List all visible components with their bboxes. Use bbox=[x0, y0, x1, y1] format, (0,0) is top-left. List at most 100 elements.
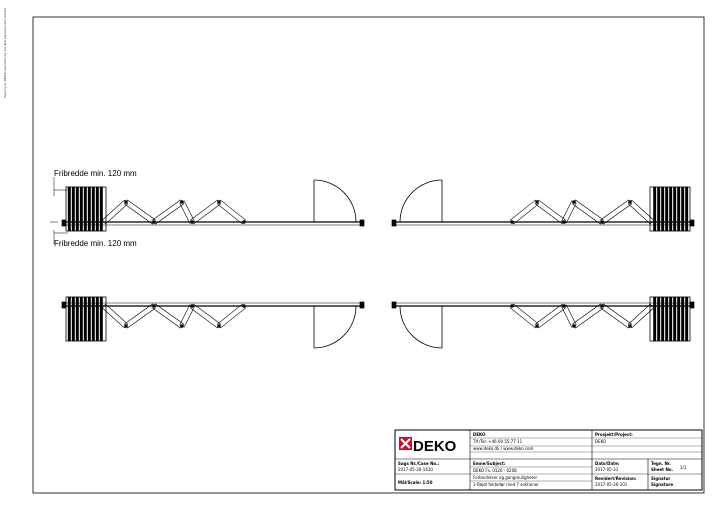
folded-panel bbox=[535, 303, 566, 329]
panel-stack-outline bbox=[649, 186, 691, 232]
stacked-panel bbox=[95, 296, 99, 342]
hinge-point bbox=[242, 220, 246, 224]
sheet-label-2: Sheet No. bbox=[651, 467, 674, 472]
folded-panel bbox=[101, 199, 129, 225]
track-end-cap bbox=[61, 301, 67, 309]
panel-stack-outline bbox=[65, 186, 107, 232]
folded-panel bbox=[510, 303, 539, 329]
stacked-panel bbox=[681, 186, 685, 232]
subject-value-2: Forbindelser og gangmuligheter bbox=[473, 475, 538, 480]
folded-panel bbox=[600, 199, 632, 225]
stacked-panel bbox=[79, 296, 83, 342]
folded-panel bbox=[217, 199, 246, 225]
stacked-panel bbox=[677, 296, 681, 342]
date-value: 2017-05-31 bbox=[595, 467, 619, 472]
track-end-cap bbox=[689, 219, 695, 227]
subject-value-3: 1-fløjet foldedør med 7 sektioner bbox=[473, 482, 539, 487]
hinge-point bbox=[510, 220, 514, 224]
stacked-panel bbox=[673, 186, 677, 232]
signature-label-1: Signatur bbox=[651, 476, 670, 481]
project-value: DEKO bbox=[595, 439, 606, 444]
folding-door-unit-2 bbox=[391, 179, 695, 232]
folded-panel bbox=[572, 303, 604, 329]
folded-panel bbox=[510, 199, 539, 225]
panel-stack-outline bbox=[649, 296, 691, 342]
stacked-panel bbox=[75, 296, 79, 342]
track-end-cap bbox=[689, 301, 695, 309]
folded-panel bbox=[627, 199, 655, 225]
stacked-panel bbox=[669, 296, 673, 342]
track-end-cap bbox=[61, 219, 67, 227]
folded-panel bbox=[627, 303, 655, 329]
stacked-panel bbox=[657, 296, 661, 342]
stacked-panel bbox=[677, 186, 681, 232]
date-label: Dato/Date: bbox=[595, 461, 620, 466]
stacked-panel bbox=[653, 186, 657, 232]
folded-panel bbox=[101, 303, 129, 329]
clearance-dimension-marks bbox=[50, 177, 68, 244]
stacked-panel bbox=[681, 296, 685, 342]
stacked-panel bbox=[669, 186, 673, 232]
folding-door-unit-4 bbox=[391, 296, 695, 349]
folded-panel bbox=[190, 199, 221, 225]
stacked-panel bbox=[99, 296, 103, 342]
stacked-panel bbox=[657, 186, 661, 232]
folding-door-unit-1 bbox=[61, 179, 365, 232]
company-name: DEKO bbox=[473, 432, 486, 437]
door-swing-arc bbox=[399, 179, 443, 223]
stacked-panel bbox=[83, 296, 87, 342]
panel-stack-outline bbox=[65, 296, 107, 342]
stacked-panel bbox=[91, 296, 95, 342]
folded-panel bbox=[561, 200, 577, 224]
stacked-panel bbox=[99, 186, 103, 232]
stacked-panel bbox=[87, 296, 91, 342]
stacked-panel bbox=[665, 296, 669, 342]
stacked-panel bbox=[67, 186, 71, 232]
folded-panel bbox=[217, 303, 246, 329]
folded-panel bbox=[190, 303, 221, 329]
stacked-panel bbox=[79, 186, 83, 232]
stacked-panel bbox=[685, 186, 689, 232]
folding-door-units bbox=[61, 179, 695, 349]
stacked-panel bbox=[87, 186, 91, 232]
folded-panel bbox=[179, 200, 195, 224]
stacked-panel bbox=[71, 186, 75, 232]
folded-panel bbox=[572, 199, 604, 225]
company-phone: Tlf./Tel: +46 60 55 77 11 bbox=[472, 439, 523, 444]
drawing-frame bbox=[32, 16, 705, 494]
revision-label: Revidert/Revision: bbox=[595, 476, 637, 481]
stacked-panel bbox=[91, 186, 95, 232]
door-swing-arc bbox=[399, 305, 443, 349]
subject-label: Emne/Subject: bbox=[473, 461, 506, 466]
hinge-point bbox=[242, 304, 246, 308]
folded-panel bbox=[535, 199, 566, 225]
stacked-panel bbox=[83, 186, 87, 232]
company-web: www.deko.dk / www.deko.com bbox=[473, 446, 533, 451]
scale-label: Mål/Scale: 1:50 bbox=[398, 480, 433, 485]
signature-label-2: Signature bbox=[651, 482, 673, 487]
folding-door-unit-3 bbox=[61, 296, 365, 349]
stacked-panel bbox=[665, 186, 669, 232]
stacked-panel bbox=[95, 186, 99, 232]
clearance-note-top: Fribredde min. 120 mm bbox=[54, 169, 137, 178]
folded-panel bbox=[600, 303, 632, 329]
track-end-cap bbox=[391, 301, 397, 309]
stacked-panel bbox=[661, 186, 665, 232]
folded-panel bbox=[124, 303, 156, 329]
hinge-point bbox=[510, 304, 514, 308]
door-swing-arc bbox=[313, 305, 357, 349]
stacked-panel bbox=[67, 296, 71, 342]
sheet-label-1: Tegn. Nr. bbox=[651, 461, 671, 466]
case-value: 2017-05-30-1430 bbox=[398, 467, 433, 472]
track-end-cap bbox=[359, 219, 365, 227]
stacked-panel bbox=[653, 296, 657, 342]
sheet-value: 1/1 bbox=[680, 465, 687, 470]
track-end-cap bbox=[391, 219, 397, 227]
door-swing-arc bbox=[313, 179, 357, 223]
revision-value: 2017-05-30-101 bbox=[595, 482, 628, 487]
project-label: Prosjekt/Project: bbox=[595, 432, 633, 437]
stacked-panel bbox=[661, 296, 665, 342]
stacked-panel bbox=[673, 296, 677, 342]
folded-panel bbox=[152, 303, 184, 329]
track-end-cap bbox=[359, 301, 365, 309]
